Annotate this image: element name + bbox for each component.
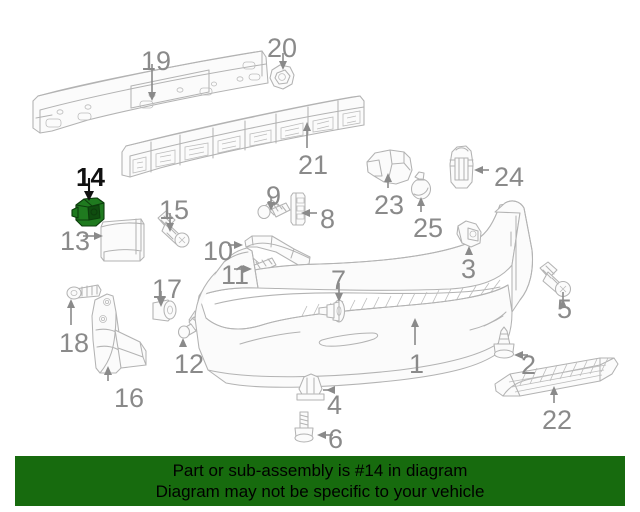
part-21-energy-absorber [121, 95, 365, 178]
part-1-left-corner [194, 247, 259, 319]
callout-number-12: 12 [174, 349, 205, 379]
callout-number-24: 24 [494, 162, 525, 192]
callout-number-3: 3 [461, 254, 477, 284]
part-1-rear-bumper-cover [194, 203, 521, 388]
callout-number-4: 4 [327, 390, 343, 420]
callout-number-22: 22 [542, 405, 573, 435]
part-5-screw [539, 261, 572, 298]
callout-number-17: 17 [152, 274, 183, 304]
callout-number-14: 14 [76, 162, 105, 192]
callout-number-25: 25 [413, 213, 444, 243]
callout-number-2: 2 [521, 350, 537, 380]
notice-banner: Part or sub-assembly is #14 in diagram D… [15, 456, 625, 506]
callout-number-5: 5 [557, 294, 573, 324]
parts-diagram: .ln { fill:#fbfbfb; stroke:#b3b3b3; stro… [32, 50, 619, 443]
part-24-retainer-clip [449, 145, 474, 189]
callout-arrows [67, 53, 567, 439]
part-7-push-rivet [318, 299, 346, 323]
callout-number-15: 15 [159, 195, 190, 225]
callout-number-6: 6 [328, 424, 344, 454]
part-22-reflector-grille [494, 357, 619, 397]
part-18-bolt [66, 284, 102, 300]
part-1-right-corner [494, 200, 533, 313]
notice-line-1: Part or sub-assembly is #14 in diagram [172, 460, 468, 480]
callout-number-23: 23 [374, 190, 405, 220]
notice-line-2: Diagram may not be specific to your vehi… [155, 481, 485, 501]
part-4-clip [296, 373, 325, 401]
callout-number-16: 16 [114, 383, 145, 413]
part-6-bolt [294, 411, 314, 443]
part-13-side-retainer [100, 218, 145, 262]
part-10-side-support-arm [244, 235, 311, 267]
part-2-push-pin-clip [493, 326, 515, 359]
part-17-collar-bushing [152, 299, 177, 322]
part-14-retainer-clip-highlighted [71, 197, 105, 227]
callout-number-8: 8 [320, 204, 336, 234]
callout-number-19: 19 [141, 46, 172, 76]
callout-number-9: 9 [266, 181, 282, 211]
part-25-grommet [410, 171, 432, 200]
callout-number-20: 20 [267, 33, 298, 63]
part-16-mud-guard-bracket [91, 293, 147, 374]
callout-number-13: 13 [60, 226, 91, 256]
part-20-flange-nut [269, 64, 295, 90]
part-3-side-retainer [456, 220, 482, 248]
callout-number-18: 18 [59, 328, 90, 358]
callout-number-11: 11 [221, 260, 250, 290]
callout-number-10: 10 [203, 236, 234, 266]
part-8-spacer-block [290, 192, 306, 226]
part-23-sensor-bracket [366, 149, 413, 185]
callout-number-7: 7 [331, 265, 347, 295]
callout-number-21: 21 [298, 150, 329, 180]
callout-number-1: 1 [409, 349, 425, 379]
